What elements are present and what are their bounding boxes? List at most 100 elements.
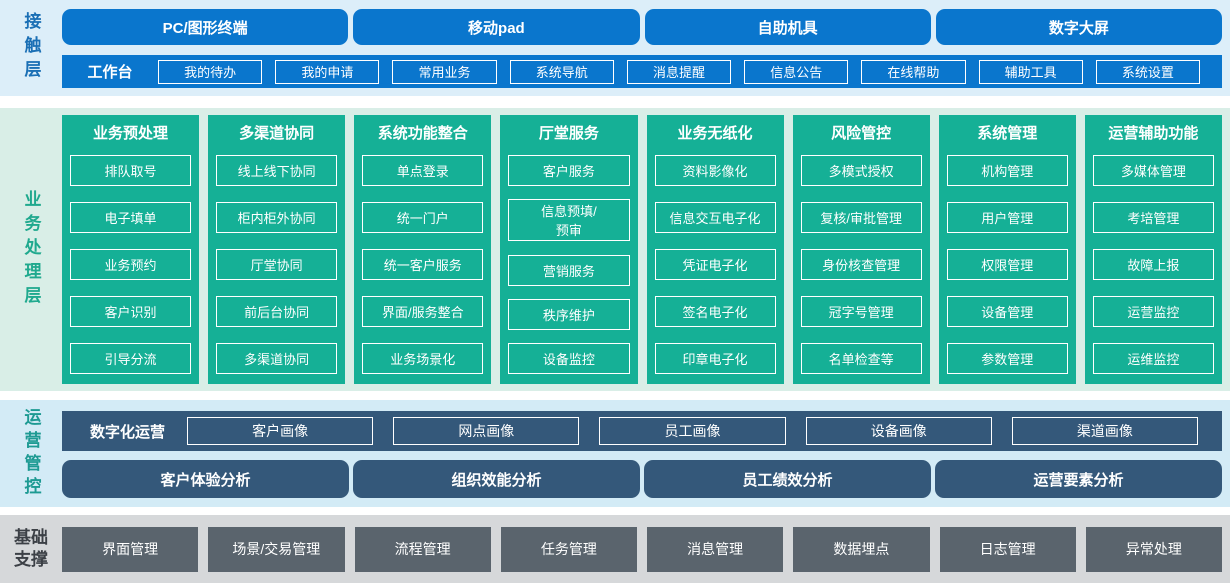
base-item-scene-transaction: 场景/交易管理: [208, 526, 345, 572]
business-item: 信息交互电子化: [654, 202, 776, 233]
base-item-message-management: 消息管理: [647, 526, 784, 572]
business-column-items: 资料影像化 信息交互电子化 凭证电子化 签名电子化 印章电子化: [654, 149, 776, 374]
business-column-paperless: 业务无纸化 资料影像化 信息交互电子化 凭证电子化 签名电子化 印章电子化: [646, 115, 784, 384]
business-column-items: 多媒体管理 考培管理 故障上报 运营监控 运维监控: [1092, 149, 1214, 374]
workbench-item-system-settings: 系统设置: [1095, 59, 1200, 84]
business-column-title: 业务预处理: [93, 125, 169, 142]
business-item: 设备监控: [508, 343, 630, 374]
base-layer-band: 基础支撑 界面管理 场景/交易管理 流程管理 任务管理 消息管理 数据埋点 日志…: [0, 515, 1230, 583]
workbench-item-aux-tools: 辅助工具: [978, 59, 1083, 84]
business-item: 统一客户服务: [362, 249, 484, 280]
business-columns: 业务预处理 排队取号 电子填单 业务预约 客户识别 引导分流 多渠道协同 线上线…: [62, 108, 1222, 384]
workbench-item-common-business: 常用业务: [392, 59, 497, 84]
business-column-title: 系统管理: [977, 125, 1038, 142]
business-item: 前后台协同: [216, 296, 338, 327]
business-item: 印章电子化: [654, 343, 776, 374]
terminal-row: PC/图形终端 移动pad 自助机具 数字大屏: [62, 9, 1222, 45]
terminal-box-selfservice: 自助机具: [644, 9, 931, 45]
ops-layer-label: 运营管控: [21, 407, 41, 500]
base-layer-label: 基础支撑: [14, 527, 48, 569]
business-item: 秩序维护: [508, 298, 630, 330]
business-item: 柜内柜外协同: [216, 202, 338, 233]
business-item: 资料影像化: [654, 155, 776, 186]
business-item: 线上线下协同: [216, 155, 338, 186]
business-column-items: 排队取号 电子填单 业务预约 客户识别 引导分流: [70, 149, 192, 374]
business-column-title: 厅堂服务: [538, 125, 599, 142]
business-item: 营销服务: [508, 254, 630, 286]
terminal-box-pad: 移动pad: [353, 9, 640, 45]
business-item: 考培管理: [1092, 202, 1214, 233]
digital-ops-items: 客户画像 网点画像 员工画像 设备画像 渠道画像: [187, 417, 1199, 445]
business-column-items: 单点登录 统一门户 统一客户服务 界面/服务整合 业务场景化: [362, 149, 484, 374]
base-item-process-management: 流程管理: [354, 526, 491, 572]
business-item: 签名电子化: [654, 296, 776, 327]
business-column-lobby-service: 厅堂服务 客户服务 信息预填/ 预审 营销服务 秩序维护 设备监控: [500, 115, 638, 384]
business-layer-content: 业务预处理 排队取号 电子填单 业务预约 客户识别 引导分流 多渠道协同 线上线…: [62, 108, 1230, 391]
business-item: 电子填单: [70, 202, 192, 233]
workbench-item-message-alert: 消息提醒: [626, 59, 732, 84]
business-column-items: 线上线下协同 柜内柜外协同 厅堂协同 前后台协同 多渠道协同: [216, 149, 338, 374]
base-item-task-management: 任务管理: [500, 526, 637, 572]
business-item: 多媒体管理: [1092, 155, 1214, 186]
business-item: 业务场景化: [362, 343, 484, 374]
terminal-box-pc: PC/图形终端: [62, 9, 349, 45]
contact-layer-label-column: 接触层: [0, 0, 62, 96]
business-column-risk-control: 风险管控 多模式授权 复核/审批管理 身份核查管理 冠字号管理 名单检查等: [792, 115, 930, 384]
business-item: 机构管理: [946, 155, 1068, 186]
portrait-item-branch: 网点画像: [393, 417, 580, 445]
business-item: 身份核查管理: [800, 249, 922, 280]
analysis-row: 客户体验分析 组织效能分析 员工绩效分析 运营要素分析: [62, 460, 1222, 498]
portrait-item-customer: 客户画像: [187, 417, 374, 445]
business-item: 冠字号管理: [800, 296, 922, 327]
portrait-item-device: 设备画像: [805, 417, 992, 445]
workbench-bar: 工作台 我的待办 我的申请 常用业务 系统导航 消息提醒 信息公告 在线帮助 辅…: [62, 55, 1222, 88]
portrait-item-employee: 员工画像: [599, 417, 786, 445]
base-item-log-management: 日志管理: [939, 526, 1076, 572]
business-layer-band: 业务处理层 业务预处理 排队取号 电子填单 业务预约 客户识别 引导分流 多渠道…: [0, 108, 1230, 391]
base-item-data-tracking: 数据埋点: [793, 526, 930, 572]
contact-layer-content: PC/图形终端 移动pad 自助机具 数字大屏 工作台 我的待办 我的申请 常用…: [62, 0, 1230, 96]
business-item: 排队取号: [70, 155, 192, 186]
business-item: 故障上报: [1092, 249, 1214, 280]
business-item: 凭证电子化: [654, 249, 776, 280]
business-column-items: 多模式授权 复核/审批管理 身份核查管理 冠字号管理 名单检查等: [800, 149, 922, 374]
business-item: 业务预约: [70, 249, 192, 280]
workbench-items: 我的待办 我的申请 常用业务 系统导航 消息提醒 信息公告 在线帮助 辅助工具 …: [158, 59, 1200, 84]
workbench-item-online-help: 在线帮助: [861, 59, 966, 84]
analysis-box-org-efficiency: 组织效能分析: [353, 460, 640, 498]
business-item: 用户管理: [946, 202, 1068, 233]
business-column-ops-aux: 运营辅助功能 多媒体管理 考培管理 故障上报 运营监控 运维监控: [1084, 115, 1222, 384]
business-item: 多模式授权: [800, 155, 922, 186]
business-column-system-integration: 系统功能整合 单点登录 统一门户 统一客户服务 界面/服务整合 业务场景化: [354, 115, 492, 384]
business-column-items: 客户服务 信息预填/ 预审 营销服务 秩序维护 设备监控: [508, 149, 630, 374]
base-item-exception-handling: 异常处理: [1085, 526, 1222, 572]
business-column-system-management: 系统管理 机构管理 用户管理 权限管理 设备管理 参数管理: [938, 115, 1076, 384]
business-layer-label-column: 业务处理层: [0, 108, 62, 391]
business-column-items: 机构管理 用户管理 权限管理 设备管理 参数管理: [946, 149, 1068, 374]
business-item: 厅堂协同: [216, 249, 338, 280]
business-layer-label: 业务处理层: [21, 189, 41, 310]
ops-layer-content: 数字化运营 客户画像 网点画像 员工画像 设备画像 渠道画像 客户体验分析 组织…: [62, 400, 1230, 507]
business-item: 统一门户: [362, 202, 484, 233]
business-column-preprocess: 业务预处理 排队取号 电子填单 业务预约 客户识别 引导分流: [62, 115, 200, 384]
business-item: 信息预填/ 预审: [508, 199, 630, 242]
business-item: 权限管理: [946, 249, 1068, 280]
workbench-item-system-nav: 系统导航: [509, 59, 614, 84]
digital-ops-bar: 数字化运营 客户画像 网点画像 员工画像 设备画像 渠道画像: [62, 411, 1222, 451]
business-item: 客户服务: [508, 155, 630, 186]
business-item: 单点登录: [362, 155, 484, 186]
business-item: 界面/服务整合: [362, 296, 484, 327]
business-item: 运维监控: [1092, 343, 1214, 374]
analysis-box-ops-elements: 运营要素分析: [935, 460, 1222, 498]
business-item: 设备管理: [946, 296, 1068, 327]
workbench-item-applications: 我的申请: [275, 59, 380, 84]
business-item: 参数管理: [946, 343, 1068, 374]
digital-ops-label: 数字化运营: [90, 423, 166, 441]
workbench-label: 工作台: [87, 64, 133, 81]
workbench-item-todo: 我的待办: [158, 59, 263, 84]
base-item-ui-management: 界面管理: [62, 526, 199, 572]
analysis-box-employee-performance: 员工绩效分析: [644, 460, 931, 498]
business-column-multichannel: 多渠道协同 线上线下协同 柜内柜外协同 厅堂协同 前后台协同 多渠道协同: [208, 115, 346, 384]
business-item: 客户识别: [70, 296, 192, 327]
